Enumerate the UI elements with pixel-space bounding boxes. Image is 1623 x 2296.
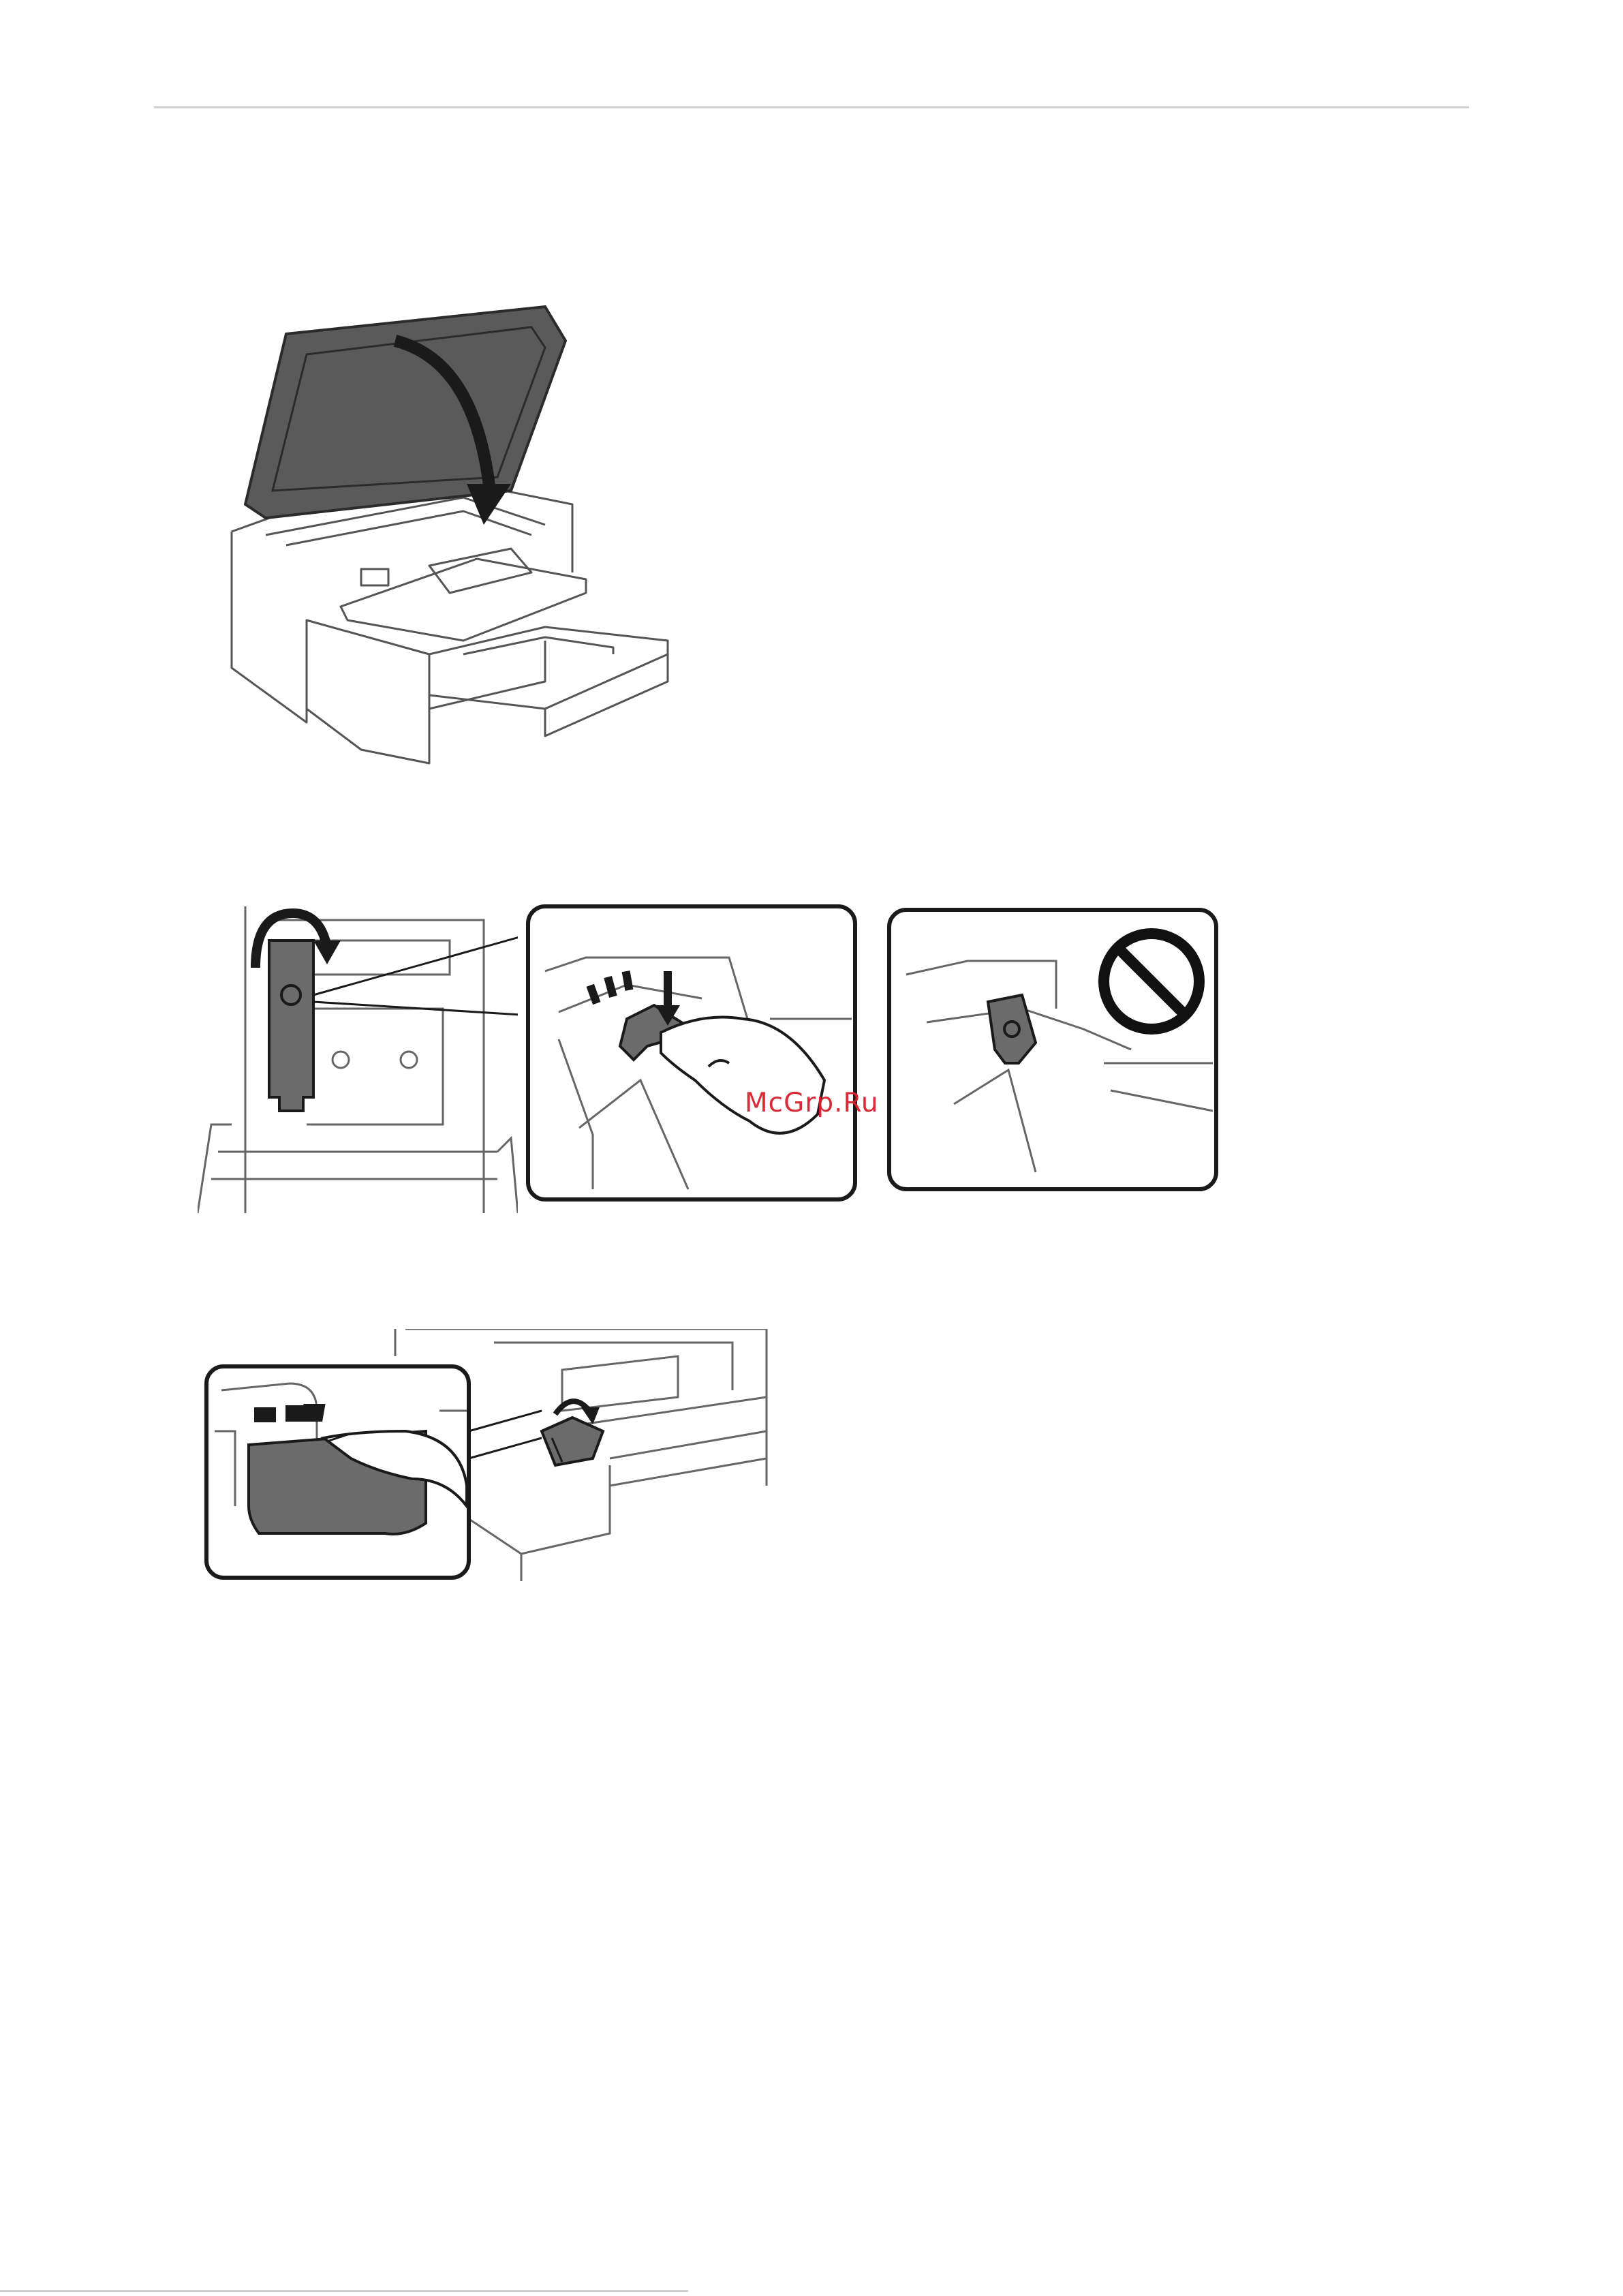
tank-cap-wrong-figure [886, 906, 1220, 1193]
hand-icon [525, 903, 859, 1203]
tank-cover-close-figure [201, 1329, 780, 1585]
tank-cap-close-figure [198, 893, 518, 1220]
header-rule [154, 106, 1469, 108]
watermark-text: McGrp.Ru [745, 1088, 879, 1118]
tank-cap-icon [198, 893, 518, 1220]
footer-rule [0, 2290, 688, 2292]
prohibited-sign-icon [886, 906, 1220, 1193]
tank-cover-icon [201, 1329, 780, 1585]
printer-icon [191, 300, 736, 791]
tank-cap-press-ok-figure [525, 903, 859, 1203]
printer-close-scanner-figure [191, 300, 736, 791]
